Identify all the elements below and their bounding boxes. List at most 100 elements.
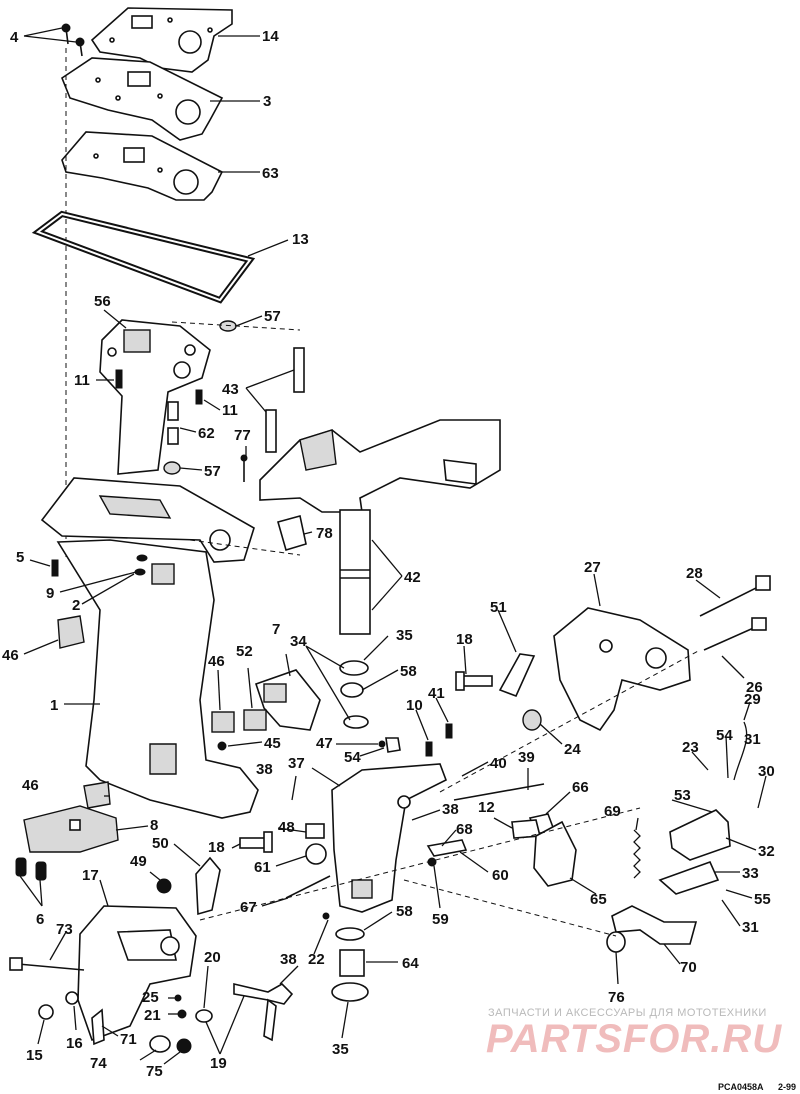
- callout-20: 20: [204, 949, 221, 966]
- callout-15: 15: [26, 1047, 43, 1064]
- callout-71: 71: [120, 1031, 137, 1048]
- callout-32: 32: [758, 843, 775, 860]
- callout-57b: 57: [204, 463, 221, 480]
- screw-handle-22: [233, 982, 294, 1042]
- rod-67: [285, 875, 331, 899]
- washer-45: [217, 741, 227, 751]
- gasket-14: [90, 7, 233, 73]
- callout-24: 24: [564, 741, 581, 758]
- mount-46c: [83, 781, 111, 809]
- screws-6: [15, 857, 47, 881]
- spring-69: [633, 829, 641, 879]
- callout-65: 65: [590, 891, 607, 908]
- steering-bracket: [259, 419, 501, 513]
- callout-21: 21: [144, 1007, 161, 1024]
- midsection-housing-1: [56, 539, 259, 819]
- callout-27: 27: [584, 559, 601, 576]
- callout-13: 13: [292, 231, 309, 248]
- callout-58b: 58: [396, 903, 413, 920]
- clip-47-54: [378, 737, 401, 753]
- callout-75: 75: [146, 1063, 163, 1080]
- clip-78: [277, 515, 307, 551]
- callout-54a: 54: [344, 749, 361, 766]
- callout-28: 28: [686, 565, 703, 582]
- callout-46c: 46: [22, 777, 39, 794]
- bushings-48-61: [305, 823, 327, 865]
- nut-49: [156, 878, 172, 894]
- callout-7: 7: [272, 621, 280, 638]
- callout-29: 29: [744, 691, 761, 708]
- callout-18a: 18: [456, 631, 473, 648]
- callout-77: 77: [234, 427, 251, 444]
- callout-67: 67: [240, 899, 257, 916]
- seal-13: [31, 210, 256, 304]
- callout-12: 12: [478, 799, 495, 816]
- callout-54b: 54: [716, 727, 733, 744]
- callout-41: 41: [428, 685, 445, 702]
- callout-40: 40: [490, 755, 507, 772]
- callout-63: 63: [262, 165, 279, 182]
- callout-74: 74: [90, 1055, 107, 1072]
- spring-29: [733, 721, 748, 781]
- tilt-lever-51: [498, 653, 536, 698]
- cam-68-60: [426, 839, 468, 857]
- bolts-10-41: [425, 723, 453, 757]
- callout-35b: 35: [332, 1041, 349, 1058]
- callout-11b: 11: [222, 402, 238, 419]
- callout-69: 69: [604, 803, 621, 820]
- bracket-8: [23, 805, 119, 853]
- callout-14: 14: [262, 28, 279, 45]
- callout-66: 66: [572, 779, 589, 796]
- mount-46a: [57, 615, 85, 649]
- drawing-code: PCA0458A: [718, 1082, 764, 1092]
- callout-56: 56: [94, 293, 111, 310]
- callout-55: 55: [754, 891, 771, 908]
- callout-45: 45: [264, 735, 281, 752]
- callout-70: 70: [680, 959, 697, 976]
- callout-4: 4: [10, 29, 19, 46]
- callout-6: 6: [36, 911, 44, 928]
- callout-labels: 4 14 3 63 13 56 57 11 11 43 62 77 57 78 …: [2, 28, 775, 1080]
- drawing-date: 2-99: [778, 1082, 796, 1092]
- bushing-58-64-35: [331, 927, 369, 1002]
- callout-37: 37: [288, 755, 305, 772]
- screw-38c: [322, 912, 330, 920]
- clamp-lever-50: [195, 856, 221, 916]
- gasket-63: [61, 131, 224, 201]
- callout-59: 59: [432, 911, 449, 928]
- callout-38c: 38: [280, 951, 297, 968]
- plate-3: [61, 57, 224, 141]
- callout-8: 8: [150, 817, 158, 834]
- callout-23: 23: [682, 739, 699, 756]
- bolts-11: [115, 369, 203, 405]
- screw-5: [51, 559, 59, 577]
- callout-73: 73: [56, 921, 73, 938]
- callout-30: 30: [758, 763, 775, 780]
- callout-10: 10: [406, 697, 423, 714]
- bolt-18a: [455, 671, 493, 691]
- lock-plates-32-33: [658, 809, 731, 895]
- callout-46a: 46: [2, 647, 19, 664]
- callout-3: 3: [263, 93, 271, 110]
- mounts-46-52: [211, 709, 267, 733]
- callout-31a: 31: [744, 731, 761, 748]
- callout-62: 62: [198, 425, 215, 442]
- callout-2: 2: [72, 597, 80, 614]
- washers-19-21-25: [174, 994, 213, 1023]
- callout-5: 5: [16, 549, 24, 566]
- callout-39: 39: [518, 749, 535, 766]
- tilt-lever-70: [611, 905, 698, 945]
- callout-43: 43: [222, 381, 239, 398]
- bolt-73: [9, 957, 85, 971]
- bracket-65: [533, 820, 577, 887]
- callout-51: 51: [490, 599, 507, 616]
- pad-74-nut-75: [149, 1035, 192, 1054]
- callout-53: 53: [674, 787, 691, 804]
- nut-15-washer: [38, 991, 79, 1020]
- callout-50: 50: [152, 835, 169, 852]
- link-71-16: [91, 1008, 105, 1046]
- callout-52: 52: [236, 643, 253, 660]
- bolt-77: [240, 454, 248, 482]
- callout-31b: 31: [742, 919, 759, 936]
- screws-4: [61, 23, 85, 57]
